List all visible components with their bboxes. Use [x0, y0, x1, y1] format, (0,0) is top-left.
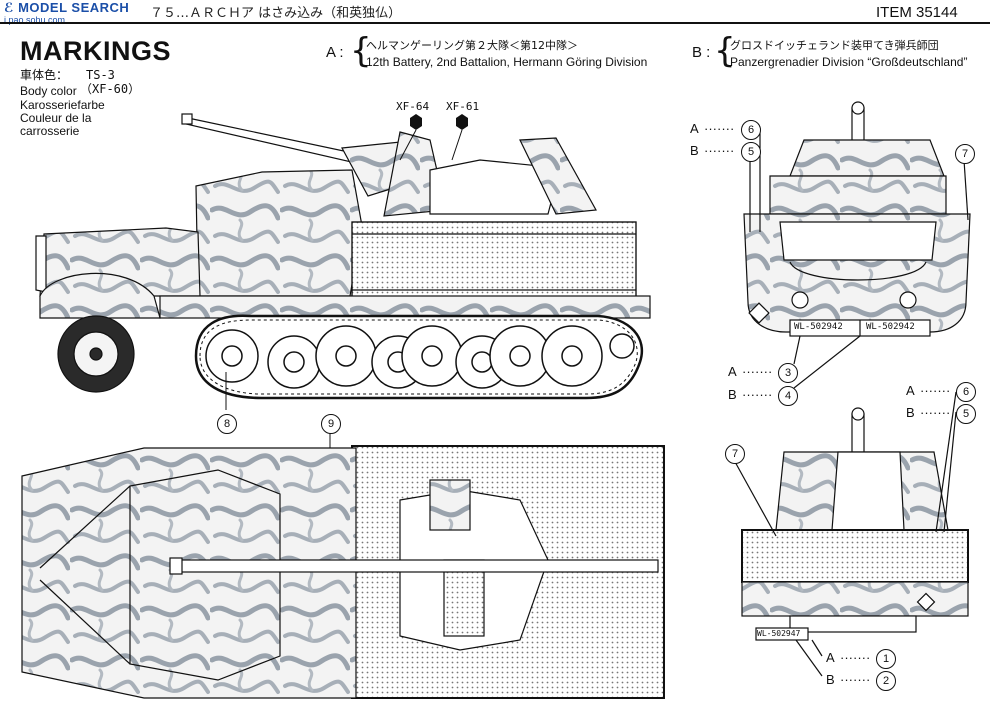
front-callout-4: 4 — [778, 386, 798, 406]
top-view — [21, 445, 665, 699]
paint-label-xf64: XF-64 — [396, 100, 430, 113]
body-color-label-fr-1: Couleur de la — [20, 111, 92, 125]
rear-callout-b-dots: ······· — [920, 405, 951, 420]
front-callout-3: 3 — [778, 363, 798, 383]
rear-callout-b-letter: B — [906, 405, 915, 420]
rear-callout-a2-letter: A — [826, 650, 835, 665]
marking-a-en: 12th Battery, 2nd Battalion, Hermann Gör… — [366, 55, 648, 69]
rear-callout-1: 1 — [876, 649, 896, 669]
rear-callout-a2-dots: ······· — [840, 650, 871, 665]
rear-callout-7: 7 — [725, 444, 745, 464]
paint-swatches — [399, 114, 468, 161]
item-code: ITEM 35144 — [876, 4, 958, 21]
side-view-road-wheels — [205, 325, 635, 389]
paint-label-xf61: XF-61 — [446, 100, 480, 113]
marking-a-brace: { — [350, 31, 372, 71]
front-callout-a-dots: ······· — [704, 121, 735, 136]
rear-callout-a-letter: A — [906, 383, 915, 398]
body-color-label-jp: 車体色： — [20, 68, 69, 82]
front-callout-6: 6 — [741, 120, 761, 140]
marking-a-letter: A : — [326, 44, 344, 61]
rear-view — [733, 391, 969, 677]
marking-a-jp: ヘルマンゲーリング第２大隊＜第12中隊＞ — [366, 39, 578, 52]
callout-8: 8 — [217, 414, 237, 434]
watermark-logo: ℰ MODEL SEARCH — [4, 0, 130, 15]
rear-callout-5: 5 — [956, 404, 976, 424]
marking-b-en: Panzergrenadier Division “Großdeutschlan… — [730, 55, 968, 69]
body-color-label-en: Body color — [20, 84, 77, 98]
rear-callout-a-dots: ······· — [920, 383, 951, 398]
rear-callout-2: 2 — [876, 671, 896, 691]
marking-b-letter: B : — [692, 44, 711, 61]
body-color-code: TS-3 — [86, 68, 115, 82]
marking-b-jp: グロスドイッチェランド装甲てき弾兵師団 — [730, 39, 939, 52]
front-callout-7: 7 — [955, 144, 975, 164]
header-japanese-title: ７５…ＡＲＣＨア はさみ込み（和英独仏） — [150, 6, 402, 21]
front-plate-right: WL-502942 — [866, 322, 915, 332]
rear-callout-b2-dots: ······· — [840, 672, 871, 687]
watermark-url: i.pao.sohu.com — [4, 15, 66, 25]
front-callout-a-letter: A — [690, 121, 699, 136]
header-rule — [0, 22, 990, 24]
body-color-code-alt: （XF-60） — [80, 82, 141, 96]
front-callout-a2-letter: A — [728, 364, 737, 379]
front-callout-a2-dots: ······· — [742, 364, 773, 379]
front-callout-b2-letter: B — [728, 387, 737, 402]
front-callout-b-dots: ······· — [704, 143, 735, 158]
page-title: MARKINGS — [20, 36, 171, 66]
front-callout-b2-dots: ······· — [742, 387, 773, 402]
body-color-label-fr-2: carrosserie — [20, 124, 80, 138]
marking-b-brace: { — [714, 31, 736, 71]
rear-callout-b2-letter: B — [826, 672, 835, 687]
front-view — [743, 101, 971, 389]
rear-plate: WL-502947 — [757, 629, 801, 638]
rear-callout-6: 6 — [956, 382, 976, 402]
front-callout-b-letter: B — [690, 143, 699, 158]
callout-9: 9 — [321, 414, 341, 434]
front-callout-5: 5 — [741, 142, 761, 162]
front-plate-left: WL-502942 — [794, 322, 843, 332]
body-color-label-de: Karosseriefarbe — [20, 98, 105, 112]
